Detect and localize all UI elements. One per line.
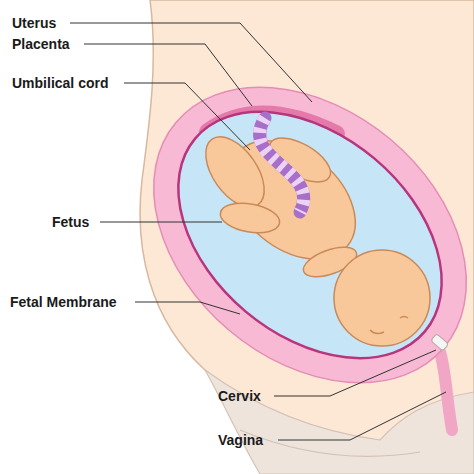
uterus-wall: [96, 27, 474, 443]
leader-line: [124, 83, 250, 150]
part-label: Umbilical cord: [12, 74, 108, 92]
vagina-canal: [440, 352, 452, 430]
pelvis-region: [205, 370, 474, 474]
leader-line: [274, 350, 436, 396]
fetus-figure: [194, 117, 430, 346]
umbilical-cord: [260, 118, 304, 212]
part-label: Cervix: [218, 387, 261, 405]
part-label: Fetal Membrane: [10, 293, 117, 311]
leader-line: [100, 222, 222, 223]
part-label: Vagina: [218, 431, 263, 449]
leader-line: [278, 392, 446, 440]
part-label: Uterus: [12, 14, 56, 32]
leader-line: [84, 44, 252, 106]
amniotic-cavity: [131, 62, 474, 408]
cervix-plug: [431, 334, 449, 351]
umbilical-cord-stripes: [260, 118, 304, 212]
leader-line: [135, 302, 240, 314]
pelvis-bone: [240, 430, 420, 456]
part-label: Fetus: [52, 213, 89, 231]
part-label: Placenta: [12, 35, 70, 53]
